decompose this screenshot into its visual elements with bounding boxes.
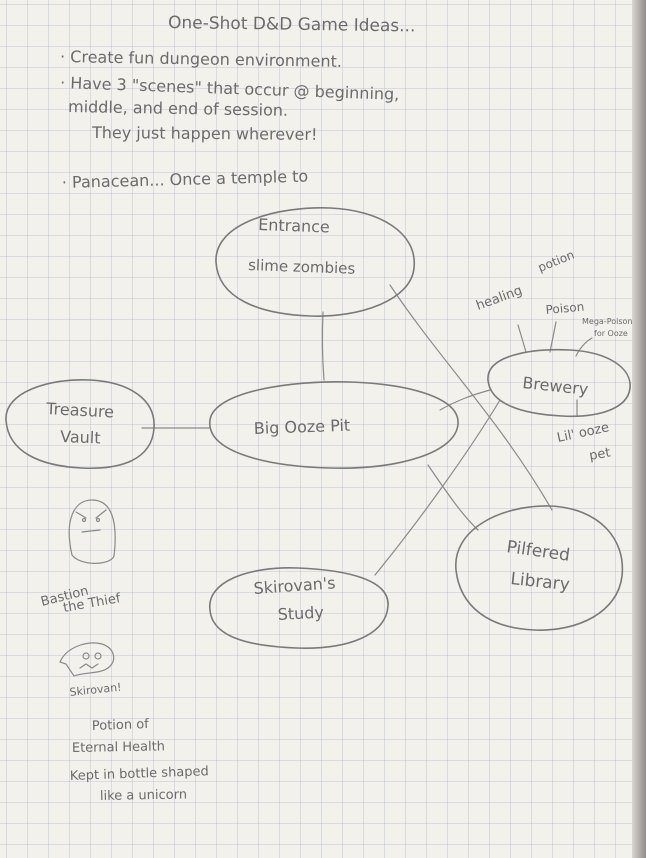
brewery-label: Brewery: [522, 373, 590, 399]
note-line-1: · Create fun dungeon environment.: [60, 47, 342, 71]
edge-ooze-library: [427, 464, 479, 531]
potion-note-2: Eternal Health: [72, 739, 165, 756]
ooze-pet-label-2: pet: [588, 445, 612, 463]
ooze-pit-label: Big Ooze Pit: [253, 416, 350, 438]
library-label-2: Library: [509, 569, 570, 595]
ooze-pet-label-1: Lil' ooze: [556, 420, 611, 446]
entrance-node: [215, 207, 415, 317]
paper-edge: [632, 0, 646, 858]
grid-paper: [0, 0, 632, 858]
mega-poison-label-1: Mega-Poison: [582, 317, 632, 326]
potion-note-3: Kept in bottle shaped: [70, 764, 209, 784]
entrance-body: slime zombies: [248, 256, 356, 278]
skirovan-sketch-icon: [59, 642, 115, 677]
edge-entrance-library: [389, 284, 553, 511]
bastion-sketch-icon: [68, 499, 116, 564]
treasure-label-1: Treasure: [45, 399, 115, 422]
potion-note-4: like a unicorn: [100, 787, 187, 804]
skirovan-label: Skirovan!: [69, 681, 122, 699]
poison-label: Poison: [545, 300, 585, 317]
study-label-1: Skirovan's: [253, 573, 336, 598]
potion-note-1: Potion of: [92, 717, 150, 734]
healing-label-1: healing: [474, 283, 524, 313]
edge-entrance-ooze: [321, 311, 325, 381]
study-label-2: Study: [277, 603, 324, 624]
mega-poison-label-2: for Ooze: [594, 329, 628, 338]
library-label-1: Pilfered: [505, 537, 571, 566]
entrance-title: Entrance: [258, 215, 330, 236]
edge-healing-potion: [517, 324, 527, 353]
healing-label-2: potion: [536, 248, 576, 275]
edge-ooze-brewery: [439, 389, 491, 411]
brewery-node: [487, 348, 631, 418]
hand-drawn-diagram: One-Shot D&D Game Ideas... · Create fun …: [5, 13, 632, 804]
page-title: One-Shot D&D Game Ideas...: [168, 13, 416, 36]
edge-poison: [549, 321, 557, 353]
skirovans-study-node: [209, 567, 389, 649]
big-ooze-pit-node: [209, 380, 459, 469]
edge-brewery-study: [374, 399, 501, 576]
treasure-vault-node: [5, 379, 155, 470]
edge-mega-poison: [575, 337, 593, 357]
pilfered-library-node: [455, 505, 624, 631]
note-line-3: middle, and end of session.: [68, 97, 288, 120]
treasure-label-2: Vault: [60, 427, 101, 447]
note-line-5: · Panacean... Once a temple to: [62, 167, 309, 192]
note-line-4: They just happen wherever!: [91, 123, 318, 144]
